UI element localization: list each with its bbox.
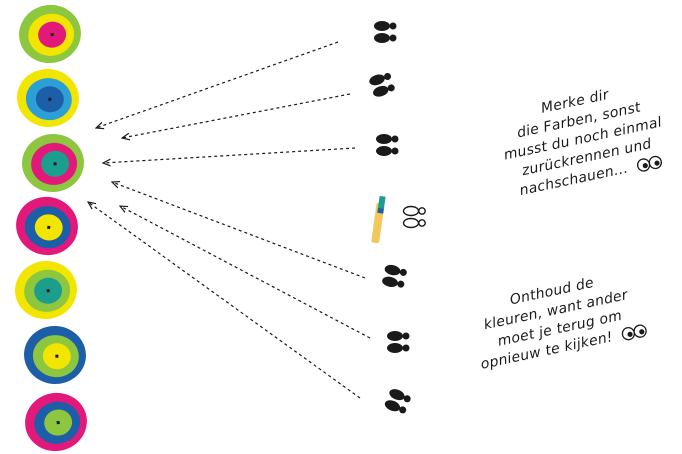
- arrow-5: [120, 206, 371, 339]
- target-center-dot: [50, 32, 54, 37]
- arrow-2: [122, 93, 351, 138]
- pencil-icon: [371, 195, 386, 244]
- footprints-icon: [381, 263, 408, 290]
- arrow-6: [88, 202, 361, 399]
- targets-column: [15, 4, 87, 452]
- target-7: [25, 392, 87, 452]
- target-6: [24, 325, 86, 385]
- target-center-dot: [46, 289, 50, 293]
- target-2: [17, 68, 79, 128]
- eyes-icon: [621, 324, 647, 341]
- arrows: [88, 41, 371, 399]
- target-1: [19, 4, 81, 64]
- note-german: Merke dir die Farben, sonst musst du noc…: [470, 71, 682, 208]
- target-center-dot: [46, 225, 51, 230]
- footprints-icon: [374, 21, 397, 43]
- eyes-icon: [636, 155, 662, 172]
- footprints-icon: [387, 331, 410, 353]
- footprints-icon: [376, 134, 399, 156]
- target-4: [16, 196, 78, 256]
- note-dutch: Onthoud de kleuren, want ander moet je t…: [443, 260, 674, 380]
- target-center-dot: [53, 162, 57, 166]
- footprints-outline-icon: [402, 205, 426, 229]
- note-dutch-line-4-wrap: opnieuw te kijken!: [454, 316, 673, 380]
- arrow-3: [103, 147, 356, 163]
- target-5: [15, 260, 77, 320]
- target-center-dot: [56, 420, 60, 425]
- note-german-line-5-wrap: nachschauen...: [486, 146, 682, 208]
- stations: [367, 21, 426, 416]
- footprints-icon: [367, 70, 397, 99]
- arrow-1: [96, 41, 339, 128]
- target-3: [22, 133, 84, 193]
- target-center-dot: [48, 97, 52, 101]
- target-center-dot: [55, 354, 59, 358]
- arrow-4: [112, 182, 366, 279]
- footprints-icon: [383, 387, 413, 416]
